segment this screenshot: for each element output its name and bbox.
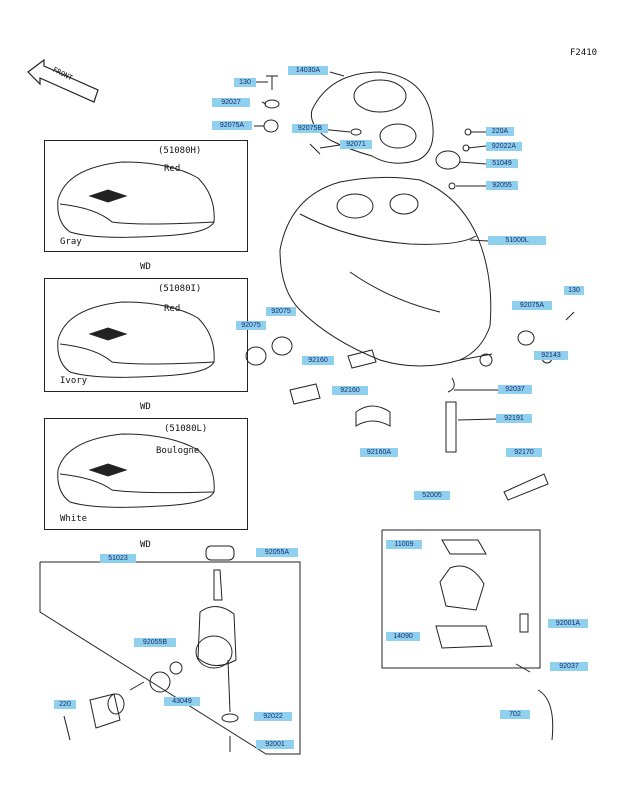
variant-lower-color-h: Gray — [60, 237, 82, 247]
fuel-tank-main-illustration — [279, 176, 493, 367]
part-label-51023[interactable]: 51023 — [100, 554, 136, 563]
part-label-92160-a[interactable]: 92160 — [302, 356, 334, 365]
part-label-130-right[interactable]: 130 — [564, 286, 584, 295]
figure-code: F2410 — [570, 48, 598, 58]
variant-lower-color-i: Ivory — [60, 376, 88, 386]
part-label-92055b[interactable]: 92055B — [134, 638, 176, 647]
part-label-92160a[interactable]: 92160A — [360, 448, 398, 457]
part-label-11009[interactable]: 11009 — [386, 540, 422, 549]
part-label-92075-b[interactable]: 92075 — [236, 321, 266, 330]
part-label-92027[interactable]: 92027 — [212, 98, 250, 107]
part-label-92001a[interactable]: 92001A — [548, 619, 588, 628]
part-label-14030a[interactable]: 14030A — [288, 66, 328, 75]
tank-variant-i-illustration — [57, 301, 215, 378]
part-label-51000l[interactable]: 51000L — [488, 236, 546, 245]
variant-code-h: (51080H) — [158, 146, 202, 156]
part-label-92001[interactable]: 92001 — [256, 740, 294, 749]
variant-code-l: (51080L) — [164, 424, 208, 434]
variant-note-h: WD — [140, 262, 151, 272]
variant-note-i: WD — [140, 402, 151, 412]
part-label-51049[interactable]: 51049 — [486, 159, 518, 168]
part-label-220a[interactable]: 220A — [486, 127, 514, 136]
part-label-92075b[interactable]: 92075B — [292, 124, 328, 133]
variant-box-l — [44, 418, 248, 530]
part-label-52005[interactable]: 52005 — [414, 491, 450, 500]
part-label-92075a-right[interactable]: 92075A — [512, 301, 552, 310]
part-label-92143[interactable]: 92143 — [534, 351, 568, 360]
part-label-92170[interactable]: 92170 — [506, 448, 542, 457]
part-label-92022[interactable]: 92022 — [254, 712, 292, 721]
variant-upper-color-h: Red — [164, 164, 181, 174]
console-cover-illustration — [310, 71, 434, 164]
variant-note-l: WD — [140, 540, 151, 550]
part-label-92037-lower[interactable]: 92037 — [550, 662, 588, 671]
part-label-43049[interactable]: 43049 — [164, 697, 200, 706]
part-label-92037[interactable]: 92037 — [498, 385, 532, 394]
part-label-92022a[interactable]: 92022A — [486, 142, 522, 151]
part-label-92075-a[interactable]: 92075 — [266, 307, 296, 316]
tank-variant-l-illustration — [57, 433, 215, 508]
part-label-92071[interactable]: 92071 — [340, 140, 372, 149]
part-label-702[interactable]: 702 — [500, 710, 530, 719]
variant-upper-color-l: Boulogne — [156, 446, 200, 456]
variant-upper-color-i: Red — [164, 304, 181, 314]
variant-code-i: (51080I) — [158, 284, 202, 294]
part-label-92160-b[interactable]: 92160 — [332, 386, 368, 395]
part-label-92075a-top[interactable]: 92075A — [212, 121, 252, 130]
front-arrow-icon — [27, 58, 99, 103]
part-label-92191[interactable]: 92191 — [496, 414, 532, 423]
part-label-92055[interactable]: 92055 — [486, 181, 518, 190]
variant-box-h — [44, 140, 248, 252]
part-label-220[interactable]: 220 — [54, 700, 76, 709]
part-label-130[interactable]: 130 — [234, 78, 256, 87]
part-label-92055a[interactable]: 92055A — [256, 548, 298, 557]
variant-lower-color-l: White — [60, 514, 88, 524]
variant-box-i — [44, 278, 248, 392]
tank-variant-h-illustration — [57, 161, 215, 238]
part-label-14090[interactable]: 14090 — [386, 632, 420, 641]
